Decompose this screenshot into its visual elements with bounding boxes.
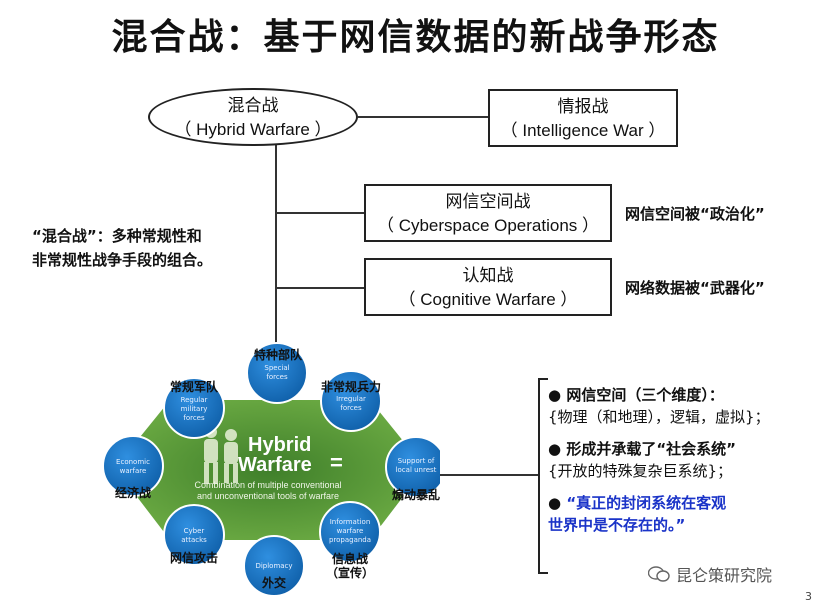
bullet-2-sub: {开放的特殊复杂巨系统}； xyxy=(548,462,733,480)
box-intelligence-zh: 情报战 xyxy=(557,97,609,117)
note-cyber-politicized: 网信空间被“政治化” xyxy=(625,205,765,223)
connector-bullets xyxy=(430,474,538,476)
node-label-en-info: Information warfare propaganda xyxy=(328,518,372,544)
definition-text: “混合战”：多种常规性和 非常规性战争手段的组合。 xyxy=(32,224,212,272)
root-node-en: （ Hybrid Warfare ） xyxy=(174,120,332,139)
bullet-dot-icon: ● xyxy=(548,386,567,404)
box-intelligence-en: （ Intelligence War ） xyxy=(500,121,666,140)
bullet-1-sub: {物理（和地理），逻辑，虚拟}； xyxy=(548,408,770,426)
node-label-en-irregular: Irregular forces xyxy=(336,395,366,412)
root-node-hybrid-warfare: 混合战 （ Hybrid Warfare ） xyxy=(148,88,358,146)
root-node-zh: 混合战 xyxy=(227,96,279,116)
bullet-3-sub: 世界中是不存在的。” xyxy=(548,516,686,534)
bullet-1-title: 网信空间（三个维度）： xyxy=(566,386,724,404)
node-label-en-economic: Economic warfare xyxy=(116,458,150,475)
bullet-dot-icon: ● xyxy=(548,494,567,512)
wechat-icon xyxy=(648,566,670,582)
bullet-list: ● 网信空间（三个维度）： {物理（和地理），逻辑，虚拟}； ● 形成并承载了“… xyxy=(548,384,828,536)
node-economic-warfare xyxy=(102,435,164,497)
note-data-weaponized: 网络数据被“武器化” xyxy=(625,279,765,297)
connector-intel xyxy=(358,116,488,118)
box-cognitive-warfare: 认知战 （ Cognitive Warfare ） xyxy=(364,258,612,316)
node-label-zh-diplomacy: 外交 xyxy=(261,576,286,590)
definition-line-1: “混合战”：多种常规性和 xyxy=(32,227,202,245)
box-cyber-zh: 网信空间战 xyxy=(445,192,531,212)
hybrid-title-1: Hybrid xyxy=(248,434,311,456)
node-label-zh-cyber: 网信攻击 xyxy=(169,551,218,565)
node-special-forces xyxy=(246,342,308,404)
box-cyber-en: （ Cyberspace Operations ） xyxy=(376,216,600,235)
page-title: 混合战：基于网信数据的新战争形态 xyxy=(111,17,720,58)
node-label-en-unrest: Support of local unrest xyxy=(395,457,437,474)
node-irregular-forces xyxy=(320,370,382,432)
hybrid-warfare-graphic: Hybrid Warfare = Combination of multiple… xyxy=(100,340,447,600)
hybrid-warfare-svg: Hybrid Warfare = Combination of multiple… xyxy=(102,342,447,597)
node-label-zh-special: 特种部队 xyxy=(253,348,302,362)
page-number: 3 xyxy=(805,590,812,603)
bullet-item-3: ● “真正的封闭系统在客观 世界中是不存在的。” xyxy=(548,492,828,536)
node-label-zh-regular: 常规军队 xyxy=(169,380,218,394)
bullet-item-1: ● 网信空间（三个维度）： {物理（和地理），逻辑，虚拟}； xyxy=(548,384,828,428)
watermark: 昆仑策研究院 xyxy=(648,562,772,586)
bullet-2-title: 形成并承载了“社会系统” xyxy=(566,440,737,458)
box-cyberspace-operations: 网信空间战 （ Cyberspace Operations ） xyxy=(364,184,612,242)
connector-cyber xyxy=(276,212,364,214)
hybrid-equals: = xyxy=(330,450,343,475)
node-diplomacy xyxy=(243,535,305,597)
box-cognitive-en: （ Cognitive Warfare ） xyxy=(398,290,578,309)
node-regular-military xyxy=(163,377,225,439)
bullet-item-2: ● 形成并承载了“社会系统” {开放的特殊复杂巨系统}； xyxy=(548,438,828,482)
definition-line-2: 非常规性战争手段的组合。 xyxy=(32,251,213,269)
node-label-zh-unrest: 煽动暴乱 xyxy=(391,488,440,502)
box-intelligence-war: 情报战 （ Intelligence War ） xyxy=(488,89,678,147)
bullet-dot-icon: ● xyxy=(548,440,567,458)
node-label-en-regular: Regular military forces xyxy=(180,396,208,422)
trunk-line xyxy=(275,140,277,350)
node-label-zh-economic: 经济战 xyxy=(114,486,151,500)
bullet-3-title: “真正的封闭系统在客观 xyxy=(566,494,727,512)
hybrid-title-2: Warfare xyxy=(238,454,312,476)
bullet-bracket xyxy=(538,378,548,574)
node-label-en-special: Special forces xyxy=(264,364,290,381)
node-label-en-cyber: Cyber attacks xyxy=(181,527,207,544)
box-cognitive-zh: 认知战 xyxy=(462,266,514,286)
node-label-zh-irregular: 非常规兵力 xyxy=(320,380,381,394)
watermark-text: 昆仑策研究院 xyxy=(676,566,773,585)
connector-cognitive xyxy=(276,287,364,289)
hybrid-caption-2: and unconventional tools of warfare xyxy=(197,491,339,501)
node-label-zh-info: 信息战 （宣传） xyxy=(325,552,374,580)
node-cyber-attacks xyxy=(163,504,225,566)
node-information-warfare xyxy=(319,501,381,563)
hybrid-caption-1: Combination of multiple conventional xyxy=(194,480,341,490)
node-label-en-diplomacy: Diplomacy xyxy=(255,562,293,570)
